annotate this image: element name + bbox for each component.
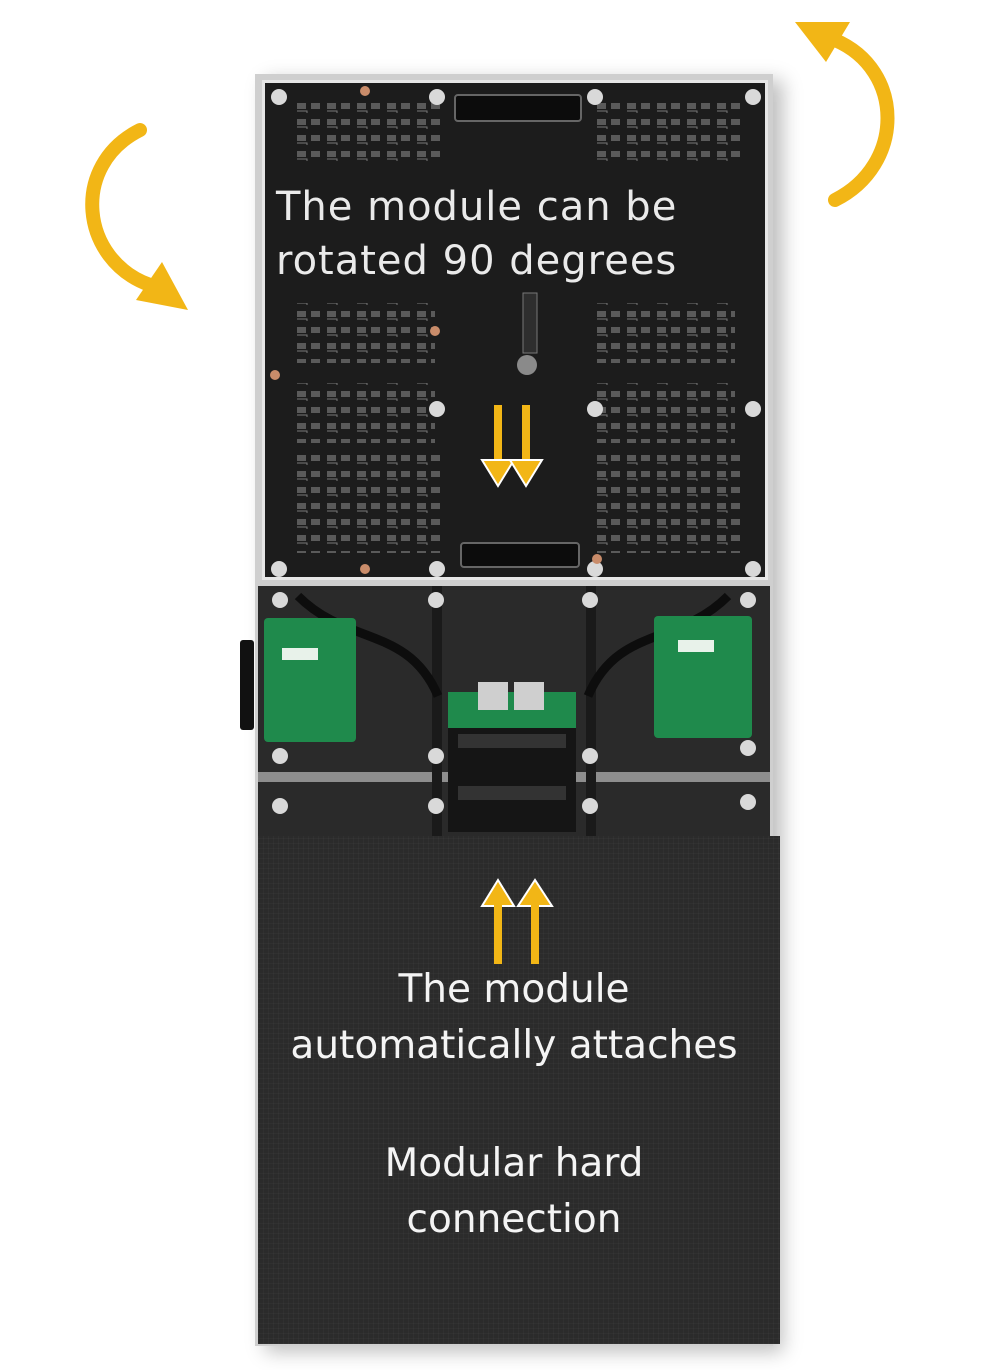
cabinet-frame-section (258, 586, 770, 836)
curved-arrow-icon (85, 123, 188, 310)
hard-connection-line1: Modular hard (384, 1141, 644, 1186)
rotate-caption: The module can be rotated 90 degrees (276, 180, 752, 288)
attach-caption-line1: The module (398, 967, 630, 1012)
curved-arrow-icon (795, 22, 895, 207)
pcb-detail (265, 83, 765, 577)
double-down-arrow-icon (480, 405, 544, 488)
hard-connection-line2: connection (406, 1197, 622, 1242)
attach-caption: The module automatically attaches (258, 962, 770, 1074)
rotated-module-pcb (262, 80, 768, 580)
rotate-caption-line2: rotated 90 degrees (276, 238, 678, 284)
side-latch (240, 640, 254, 730)
attached-module-face (258, 836, 780, 1344)
hard-connection-caption: Modular hard connection (258, 1136, 770, 1248)
frame-detail (258, 586, 770, 836)
rotate-caption-line1: The module can be (276, 184, 678, 230)
double-up-arrow-icon (480, 878, 554, 964)
attach-caption-line2: automatically attaches (290, 1023, 738, 1068)
